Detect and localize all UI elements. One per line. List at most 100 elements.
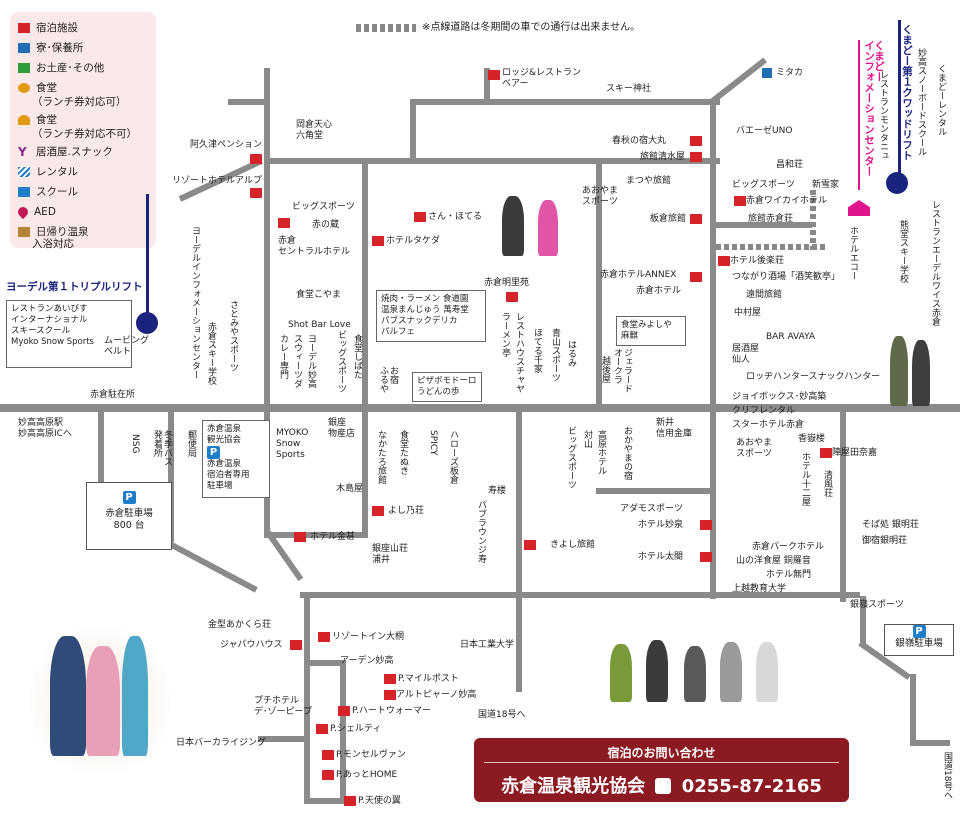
winter-bus: 冬季バス 発着所	[152, 430, 172, 466]
hotel-icon	[820, 448, 832, 458]
arden-myoko: アーデン妙高	[340, 656, 394, 666]
yodel-lift-icon	[136, 312, 158, 334]
hotel-icon	[372, 506, 384, 516]
kotobukiro: 寿楼	[488, 486, 507, 496]
hotel-icon	[690, 214, 702, 224]
echigoya: 越後屋	[600, 356, 610, 383]
hotel-kinjin: ホテル金甚	[310, 532, 356, 542]
ginza-bussan: 銀座 物産店	[328, 418, 356, 439]
contact-org: 赤倉温泉観光協会	[501, 776, 646, 797]
info-center-icon	[848, 200, 870, 216]
resort-alp: リゾートホテルアルプ	[172, 176, 262, 186]
big-sports-1: ビッグスポーツ	[292, 202, 355, 212]
legend-item-hotel: 宿泊施設	[18, 22, 78, 34]
hotel-icon	[718, 256, 730, 266]
bar-avaya: BAR AVAYA	[766, 332, 816, 342]
p-milepost: P.マイルポスト	[398, 674, 459, 684]
souvenir-icon	[18, 63, 30, 73]
hotel-taiko: ホテル太閤	[638, 552, 684, 562]
jerard-okura: ジェラード オークラ	[612, 348, 632, 393]
rental-icon	[18, 167, 30, 177]
nsg: NSG	[130, 434, 140, 454]
arai-shinkin: 新井 信用金庫	[656, 418, 693, 439]
shokudo-shibata: 食堂しばた	[352, 334, 362, 379]
cliff-rental: クリフレンタル	[732, 406, 796, 416]
left-box-line-1: レストランあいびす	[11, 304, 88, 314]
myoko-snowboard-school: 妙高スノーボードスクール	[916, 48, 926, 156]
kumado-lift-line	[898, 20, 901, 180]
taizan: 対山	[582, 430, 592, 448]
ryokan-akakuraso: 旅館赤倉荘	[748, 214, 794, 224]
enpokan: 遠間旅館	[746, 290, 783, 300]
ginrei-parking[interactable]: P 銀嶺駐車場	[884, 624, 954, 656]
baeze-uno: バエーゼUNO	[736, 126, 793, 136]
hotel-icon	[250, 154, 262, 164]
meal-ticket-icon	[18, 83, 30, 93]
hotel-myosen: ホテル妙泉	[638, 520, 684, 530]
ski-shrine: スキー神社	[606, 84, 652, 94]
winter-closed-notice: ※点線道路は冬期間の車での通行は出来ません。	[422, 22, 641, 33]
skiers-photo-top	[496, 186, 576, 270]
alto: アルトピャーノ妙高	[396, 690, 477, 700]
hotel-echo: ホテルエコー	[848, 226, 858, 280]
shokudo-box: 食堂みよしや 麻麒	[616, 316, 686, 346]
okayamano-yado: おかやまの宿	[622, 426, 632, 480]
itakura: 板倉旅館	[650, 214, 687, 224]
yamanoyoshokuya: 山の洋食屋 銅羅音	[736, 556, 811, 566]
yoshinoso: よし乃荘	[388, 506, 425, 516]
hotel-icon	[734, 196, 746, 206]
kumado-rental: くまどーレンタル	[936, 64, 946, 136]
legend-item-rental: レンタル	[18, 166, 78, 178]
matsuya: まつや旅館	[626, 176, 672, 186]
legend-item-meal-ticket-note: （ランチ券対応可）	[32, 96, 127, 108]
route18-east: 国道18号へ	[942, 752, 952, 800]
contact-tel[interactable]: 0255-87-2165	[681, 776, 822, 797]
japau-house: ジャパウハウス	[220, 640, 283, 650]
izakaya-sennin: 居酒屋 仙人	[732, 344, 760, 365]
hotel-icon	[250, 188, 262, 198]
contact-banner[interactable]: 宿泊のお問い合わせ 赤倉温泉観光協会 0255-87-2165	[474, 738, 849, 802]
hotel-icon	[384, 674, 396, 684]
hotel-icon	[414, 212, 426, 222]
edelweiss: レストランエーデルワイス赤倉	[930, 200, 940, 326]
myorien: 赤倉明里苑	[484, 278, 530, 288]
satomiya-sports: さとみやスポーツ	[228, 300, 238, 372]
meal-icon	[18, 115, 30, 125]
akakura-parking[interactable]: P 赤倉駐車場 800 台	[86, 482, 172, 550]
p-at-home: P.あっとHOME	[336, 770, 398, 780]
harrows-itakura: ハローズ板倉	[448, 430, 458, 484]
hotel-icon	[700, 520, 712, 530]
hotel-icon	[690, 136, 702, 146]
p-tenshi: P.天使の翼	[358, 796, 401, 806]
resort-inn-ogiri: リゾートイン大桐	[332, 632, 405, 642]
lodge-hunter: ロッヂハンタースナックハンター	[746, 372, 881, 382]
legend-item-dorm: 寮･保養所	[18, 42, 83, 54]
kumado-lift-icon	[886, 172, 908, 194]
akakura-police: 赤倉駐在所	[90, 390, 136, 400]
hotel-icon	[524, 540, 536, 550]
yodel-lift-label: ヨーデル第１トリプルリフト	[6, 281, 143, 293]
big-sports-2: ビッグスポーツ	[732, 180, 795, 190]
legend-item-meal: 食堂	[18, 114, 57, 126]
kougakuro: 香嶽楼	[798, 434, 826, 444]
p-shelty: P.シェルティ	[330, 724, 382, 734]
mooving-belt: ムービング ベルト	[104, 336, 150, 357]
contact-title: 宿泊のお問い合わせ	[607, 746, 716, 760]
hotel-icon	[372, 236, 384, 246]
korakuso: ホテル後楽荘	[730, 256, 785, 266]
akakura-park: 赤倉パークホテル	[752, 542, 825, 552]
spicy: SPICY	[428, 430, 438, 456]
hotel-mumon: ホテル無門	[766, 570, 812, 580]
akakura-hotel: 赤倉ホテル	[636, 286, 682, 296]
legend-item-onsen: 日帰り温泉	[18, 226, 89, 238]
school-icon	[18, 187, 30, 197]
akanokura: 赤の蔵	[312, 220, 340, 230]
legend-item-onsen-note: 入浴対応	[32, 238, 74, 250]
hotel-icon	[290, 640, 302, 650]
shokudo-koyama: 食堂こやま	[296, 290, 342, 300]
waikai: 赤倉ワイカイホテル	[746, 196, 828, 206]
lodge-bear: ロッジ&レストラン ベアー	[502, 68, 582, 89]
legend-item-meal-note: （ランチ券対応不可）	[32, 128, 137, 140]
legend-item-aed: AED	[15, 204, 56, 220]
